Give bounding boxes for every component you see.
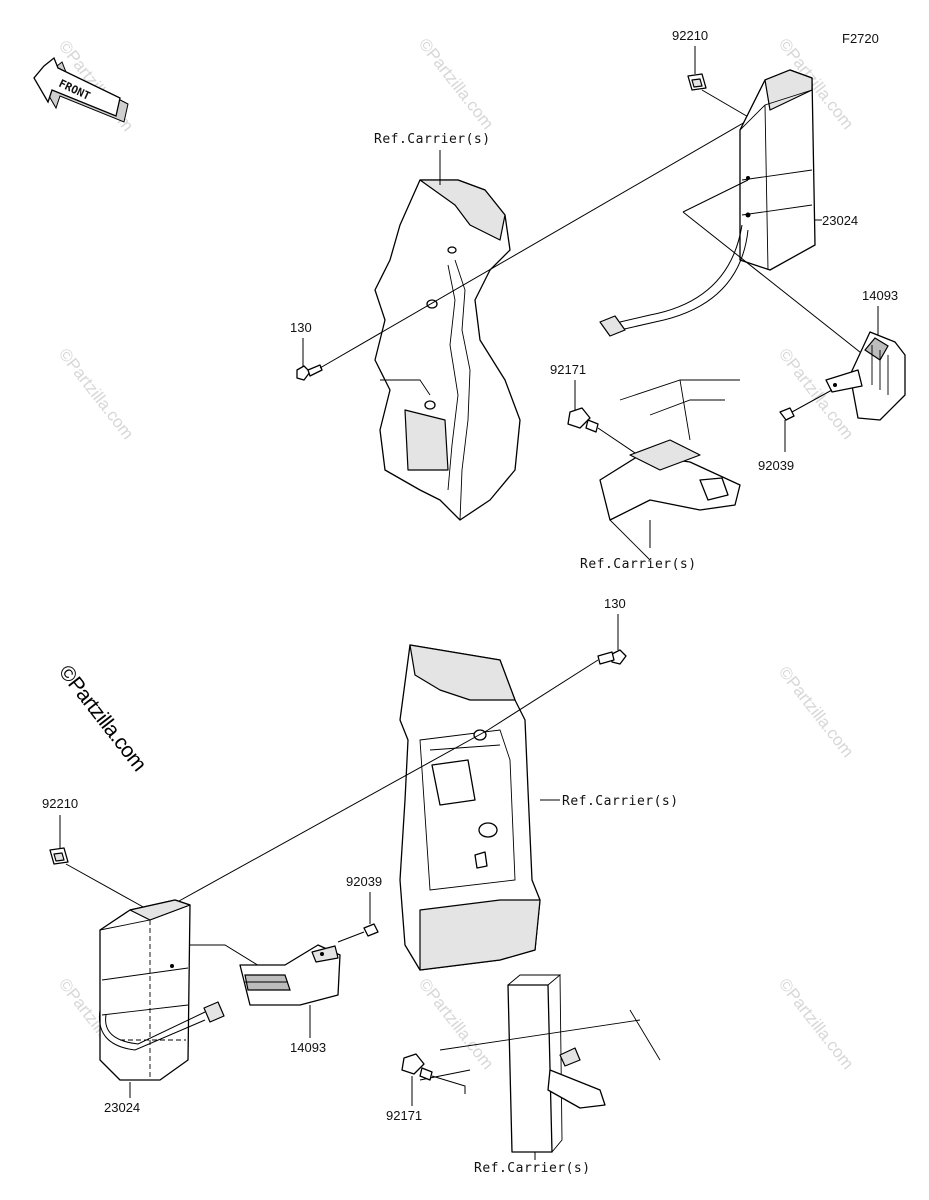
label-top-clip: 92210 — [672, 28, 708, 43]
reflector-14093-bottom — [239, 944, 341, 1006]
copyright-text: ©Partzilla.com — [54, 661, 151, 776]
top-carrier — [374, 179, 521, 521]
lamp-23024-top — [599, 69, 816, 337]
rivet-92039-top — [779, 407, 795, 421]
label-bot-carrier-lower: Ref.Carrier(s) — [474, 1161, 591, 1176]
watermark-4: ©Partzilla.com — [55, 345, 138, 443]
watermark-2: ©Partzilla.com — [415, 35, 498, 133]
clip-92210-top — [687, 73, 707, 91]
label-bot-lamp: 23024 — [104, 1100, 140, 1115]
bolt-130-bottom — [597, 649, 627, 665]
rivet-92039-bottom — [363, 923, 379, 937]
bolt-130-top — [296, 364, 323, 381]
lamp-23024-bottom — [98, 899, 225, 1081]
top-carrier-mount — [599, 379, 741, 561]
label-top-lamp: 23024 — [822, 213, 858, 228]
watermark-11: ©Partzilla.com — [775, 975, 858, 1073]
label-bot-bolt: 130 — [604, 596, 626, 611]
watermark-6: ©Partzilla.com — [775, 345, 858, 443]
clip-92210-bottom — [49, 847, 69, 865]
label-top-reflector: 14093 — [862, 288, 898, 303]
label-bot-reflector: 14093 — [290, 1040, 326, 1055]
label-top-carrier-lower: Ref.Carrier(s) — [580, 557, 697, 572]
label-bot-carrier-right: Ref.Carrier(s) — [562, 794, 679, 809]
label-top-rivet: 92039 — [758, 458, 794, 473]
label-bot-clamp: 92171 — [386, 1108, 422, 1123]
label-top-clamp: 92171 — [550, 362, 586, 377]
bottom-carrier-mount — [419, 974, 661, 1153]
label-top-carrier-upper: Ref.Carrier(s) — [374, 132, 491, 147]
bottom-carrier — [399, 644, 541, 971]
label-bot-clip: 92210 — [42, 796, 78, 811]
clamp-92171-top — [567, 407, 599, 433]
label-bot-rivet: 92039 — [346, 874, 382, 889]
clamp-92171-bottom — [401, 1053, 433, 1081]
diagram-code: F2720 — [842, 31, 879, 46]
reflector-14093-top — [825, 331, 906, 421]
label-top-bolt: 130 — [290, 320, 312, 335]
watermark-10: ©Partzilla.com — [415, 975, 498, 1073]
watermark-8: ©Partzilla.com — [775, 663, 858, 761]
